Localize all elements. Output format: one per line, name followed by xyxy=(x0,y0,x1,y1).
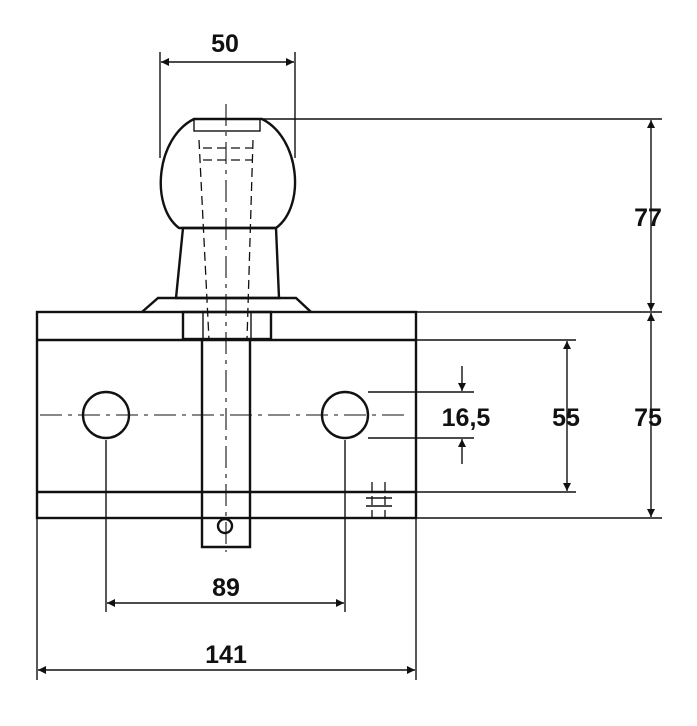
ball-top-flat xyxy=(193,118,261,132)
ball-neck xyxy=(174,226,281,300)
nut xyxy=(181,310,273,341)
center-lines xyxy=(40,104,410,552)
dimension-labels: 50 77 75 55 16,5 89 141 xyxy=(205,30,662,669)
pin-hole xyxy=(216,517,234,535)
label-overall-width: 141 xyxy=(205,641,247,669)
pin xyxy=(200,339,252,549)
label-ball-height: 77 xyxy=(634,204,662,232)
hidden-bolt xyxy=(198,139,254,341)
label-body-height: 75 xyxy=(634,404,662,432)
pin-shank xyxy=(200,339,252,549)
label-vertical-spacing: 55 xyxy=(552,404,580,432)
label-horizontal-spacing: 89 xyxy=(212,574,240,602)
extension-lines xyxy=(36,52,662,680)
ball-outline xyxy=(159,117,297,230)
label-ball-diameter: 50 xyxy=(211,30,239,58)
base-collar xyxy=(141,296,312,313)
label-hole-diameter: 16,5 xyxy=(442,404,491,432)
dimension-lines xyxy=(38,58,655,674)
